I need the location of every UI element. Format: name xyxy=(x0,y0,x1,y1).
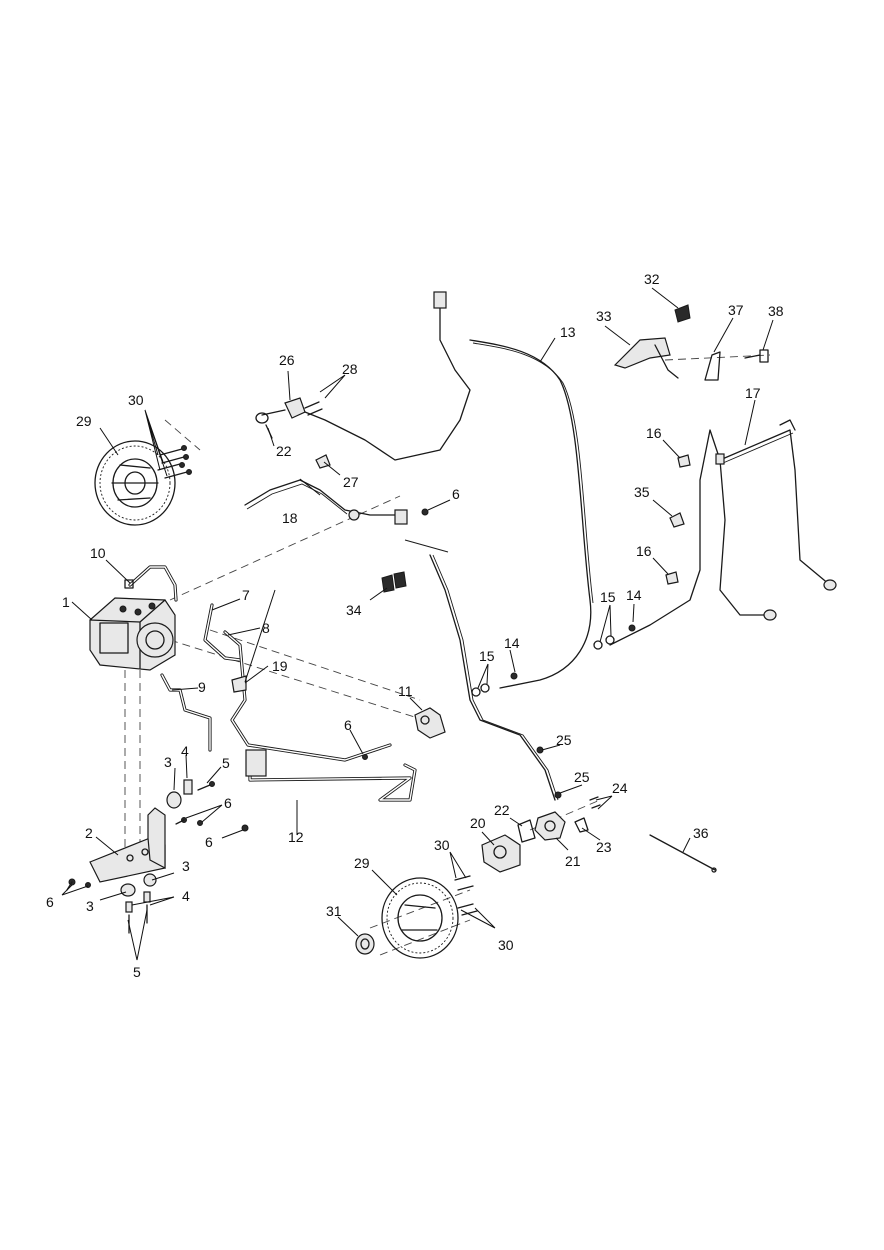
callout-11: 11 xyxy=(398,683,413,699)
callout-12: 12 xyxy=(288,829,304,845)
callout-8: 8 xyxy=(262,620,270,636)
washer-22 xyxy=(517,819,536,843)
bolt-set-rear-ring xyxy=(454,875,478,916)
callout-labels: 1 2 3 3 3 4 4 5 5 6 6 6 6 6 7 8 9 10 11 … xyxy=(46,271,784,980)
clip-23 xyxy=(574,817,589,833)
abs-reluctor-ring-rear xyxy=(381,877,459,959)
callout-9: 9 xyxy=(198,679,206,695)
leader-lines xyxy=(61,287,774,961)
callout-10: 10 xyxy=(90,545,106,561)
callout-3: 3 xyxy=(164,754,172,770)
callout-33: 33 xyxy=(596,308,612,324)
callout-27: 27 xyxy=(343,474,359,490)
rear-harness-17 xyxy=(609,419,837,646)
sensor-cover-strip xyxy=(404,539,449,553)
banjo-fitting-set xyxy=(471,624,636,697)
fastener-set-6 xyxy=(66,508,429,891)
callout-2: 2 xyxy=(85,825,93,841)
brake-pipe-9 xyxy=(160,673,212,752)
front-abs-sensor xyxy=(255,397,306,439)
abs-modulator-unit xyxy=(89,597,176,671)
seal-31 xyxy=(355,933,375,955)
callout-3: 3 xyxy=(182,858,190,874)
callout-26: 26 xyxy=(279,352,295,368)
rear-sensor-cable xyxy=(429,554,559,801)
callout-24: 24 xyxy=(612,780,628,796)
bolt-32 xyxy=(674,304,691,323)
callout-14: 14 xyxy=(626,587,642,603)
callout-36: 36 xyxy=(693,825,709,841)
callout-1: 1 xyxy=(62,594,70,610)
callout-6: 6 xyxy=(46,894,54,910)
pressure-valve-11 xyxy=(414,707,446,739)
callout-37: 37 xyxy=(728,302,744,318)
callout-7: 7 xyxy=(242,587,250,603)
modulator-mounting-bracket xyxy=(89,807,166,883)
callout-30: 30 xyxy=(434,837,450,853)
callout-34: 34 xyxy=(346,602,362,618)
callout-6: 6 xyxy=(452,486,460,502)
bolt-38 xyxy=(744,349,769,363)
brake-pipe-12 xyxy=(245,749,417,802)
clip-27 xyxy=(315,454,331,469)
grommet-34 xyxy=(381,571,407,593)
upper-bracket-33 xyxy=(613,337,679,379)
callout-21: 21 xyxy=(565,853,581,869)
cable-tie-36 xyxy=(649,834,717,873)
callout-19: 19 xyxy=(272,658,288,674)
callout-22: 22 xyxy=(494,802,510,818)
brake-pipe-8 xyxy=(223,630,392,762)
callout-32: 32 xyxy=(644,271,660,287)
callout-6: 6 xyxy=(205,834,213,850)
callout-5: 5 xyxy=(133,964,141,980)
callout-13: 13 xyxy=(560,324,576,340)
abs-reluctor-ring-front xyxy=(94,440,176,526)
brake-pipe-7 xyxy=(203,603,242,662)
spacer-set xyxy=(125,779,193,913)
callout-28: 28 xyxy=(342,361,358,377)
clip-37 xyxy=(704,351,721,381)
rear-sensor-mount-20 xyxy=(481,834,521,873)
sensor-cable-18 xyxy=(244,479,408,525)
callout-25: 25 xyxy=(556,732,572,748)
callout-3: 3 xyxy=(86,898,94,914)
callout-15: 15 xyxy=(600,589,616,605)
callout-6: 6 xyxy=(224,795,232,811)
callout-4: 4 xyxy=(182,888,190,904)
callout-35: 35 xyxy=(634,484,650,500)
callout-15: 15 xyxy=(479,648,495,664)
harness-clip-set xyxy=(665,454,691,585)
front-wheel-speed-sensor-cable xyxy=(299,291,594,689)
grommet-set xyxy=(120,791,182,897)
callout-30: 30 xyxy=(128,392,144,408)
callout-23: 23 xyxy=(596,839,612,855)
callout-16: 16 xyxy=(646,425,662,441)
callout-4: 4 xyxy=(181,743,189,759)
brake-pipe-10 xyxy=(124,565,178,602)
bolt-set-front-ring xyxy=(157,445,192,479)
pipe-clip-19 xyxy=(231,675,247,693)
callout-17: 17 xyxy=(745,385,761,401)
callout-5: 5 xyxy=(222,755,230,771)
callout-38: 38 xyxy=(768,303,784,319)
callout-29: 29 xyxy=(354,855,370,871)
callout-29: 29 xyxy=(76,413,92,429)
callout-30: 30 xyxy=(498,937,514,953)
callout-6: 6 xyxy=(344,717,352,733)
callout-31: 31 xyxy=(326,903,342,919)
callout-22: 22 xyxy=(276,443,292,459)
callout-18: 18 xyxy=(282,510,298,526)
callout-14: 14 xyxy=(504,635,520,651)
sensor-bolt-set-28 xyxy=(304,401,323,416)
callout-16: 16 xyxy=(636,543,652,559)
rear-abs-sensor-21 xyxy=(534,811,566,841)
callout-20: 20 xyxy=(470,815,486,831)
callout-25: 25 xyxy=(574,769,590,785)
bolt-set-24-25 xyxy=(536,746,601,809)
